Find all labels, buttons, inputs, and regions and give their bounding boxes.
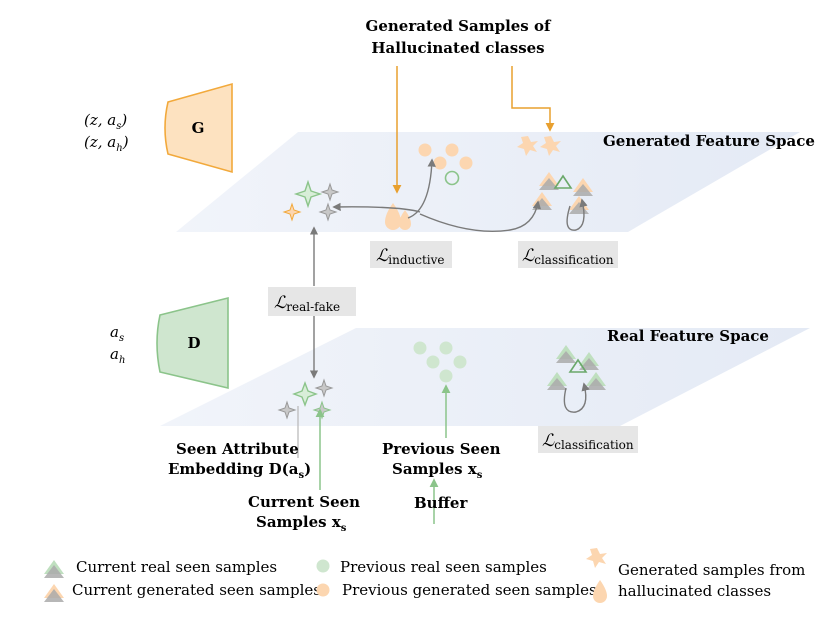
previous-seen-annotation-2: Samples xs [392,460,483,481]
inductive-arrow-up [407,158,436,219]
legend-hallucinated-1: Generated samples from [618,561,805,579]
inductive-arrow-left [332,202,421,213]
generated-space-title: Generated Feature Space [603,132,815,150]
classification-arrow [419,200,542,232]
generator-label: G [192,119,205,137]
classification-loss-box-bottom [538,426,638,453]
classification-loss-label-top: ℒclassification [522,246,614,267]
real-fake-loss-label: ℒreal-fake [274,293,340,314]
sparkle-gray-1 [320,182,340,202]
inductive-loss-label: ℒinductive [376,246,445,267]
generated-embedding-cluster [282,179,340,222]
legend-previous-real: Previous real seen samples [340,558,547,576]
sparkle-green [293,179,323,209]
classification-loop-bottom [563,382,590,413]
discriminator-label: D [187,334,200,352]
legend-current-generated: Current generated seen samples [72,581,321,599]
seen-attr-annotation-1: Seen Attribute [176,440,299,458]
svg-text:(z, as): (z, as) [84,111,127,132]
legend: Current real seen samples Current genera… [44,548,805,603]
callout-arrow-right [511,66,555,132]
svg-text:ah: ah [110,345,125,366]
previous-generated-cluster [418,143,473,186]
legend-current-real: Current real seen samples [76,558,277,576]
svg-text:Hallucinated classes: Hallucinated classes [371,39,544,57]
hallucinated-stars [517,136,561,156]
sparkle-orange-1 [282,202,302,222]
hallucinated-callout: Generated Samples of Hallucinated classe… [366,17,552,57]
current-seen-annotation-2: Samples xs [256,513,347,534]
seen-attr-annotation-2: Embedding D(as) [168,460,311,481]
svg-text:Generated Samples of: Generated Samples of [366,17,552,35]
generator-inputs: (z, as) (z, ah) [84,111,129,154]
real-fake-loss-box [268,287,356,316]
legend-previous-real-icon [316,559,330,573]
real-triangle-cluster [547,345,606,390]
legend-hallucinated-star-icon [586,548,607,568]
discriminator-block [156,296,229,390]
legend-previous-generated-icon [316,583,330,597]
sparkle-gray-2 [318,202,338,222]
hallucinated-drops [385,203,411,230]
previous-seen-annotation-1: Previous Seen [382,440,501,458]
current-seen-annotation-1: Current Seen [248,493,360,511]
previous-real-cluster [413,341,467,383]
legend-hallucinated-drop-icon [593,580,607,603]
classification-loss-box-top [518,241,618,268]
legend-previous-generated: Previous generated seen samples [342,581,597,599]
inductive-loss-box [370,241,452,268]
real-feature-plane [160,328,810,426]
legend-hallucinated-2: hallucinated classes [618,582,771,600]
buffer-label: Buffer [414,494,468,512]
svg-text:(z, ah): (z, ah) [84,133,129,154]
svg-text:as: as [110,323,124,344]
real-space-title: Real Feature Space [607,327,769,345]
classification-loss-label-bottom: ℒclassification [542,431,634,452]
generated-feature-plane [176,132,800,232]
generator-block [164,82,233,174]
discriminator-inputs: as ah [110,323,125,366]
classification-loop-top [566,198,588,231]
